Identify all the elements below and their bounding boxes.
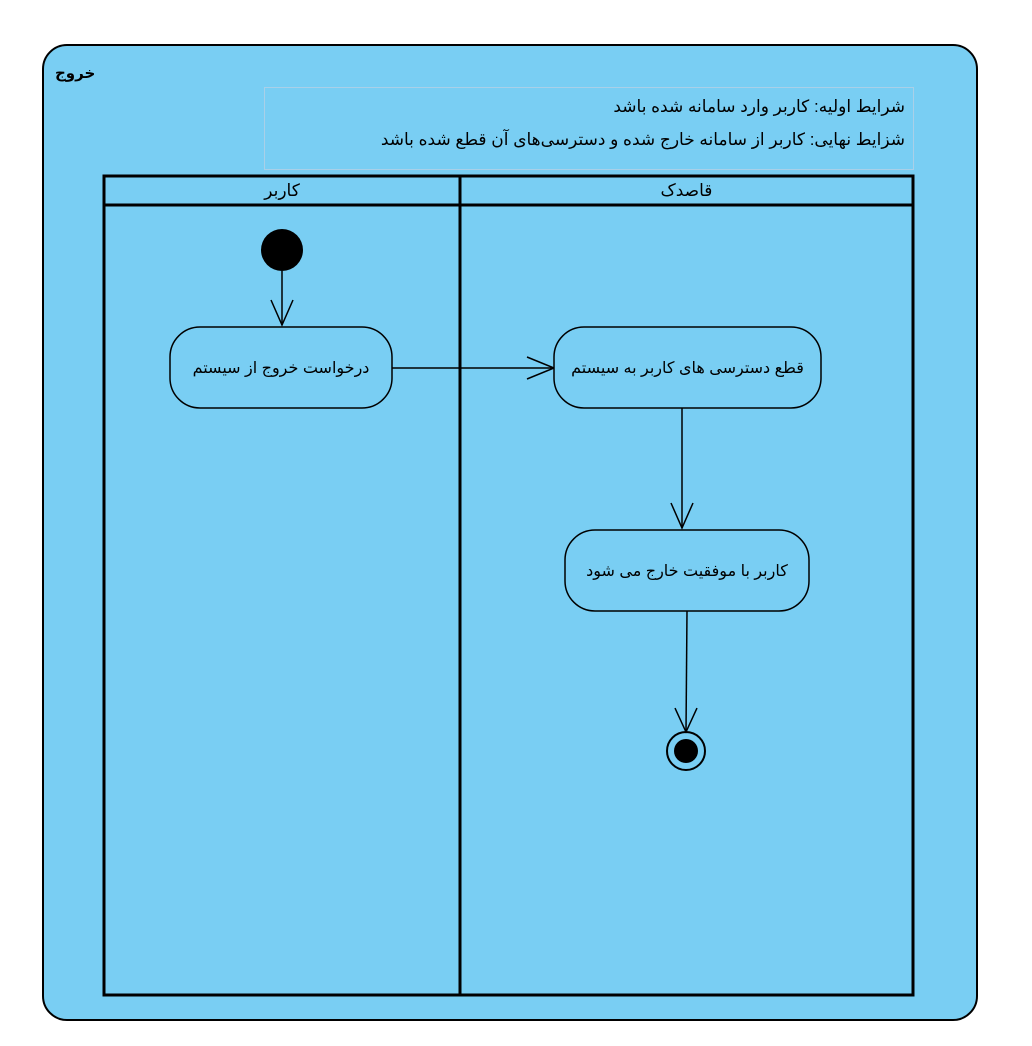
diagram-title: خروج [55, 65, 96, 82]
final-node-dot [674, 739, 698, 763]
action-label-revoke-access: قطع دسترسی های کاربر به سیستم [571, 359, 804, 377]
arrowhead-initial-to-request [270, 299, 294, 327]
flow-success-to-final [685, 610, 688, 733]
arrowhead-revoke-to-success [670, 502, 694, 530]
initial-node [261, 229, 303, 271]
conditions-note: شرایط اولیه: کاربر وارد سامانه شده باشد … [264, 87, 914, 170]
precondition-text: شرایط اولیه: کاربر وارد سامانه شده باشد [613, 97, 905, 116]
action-label-request-logout: درخواست خروج از سیستم [192, 359, 370, 377]
final-node-ring [666, 731, 706, 771]
lane-title-system: قاصدک [660, 181, 713, 200]
diagram-frame [42, 44, 978, 1021]
swimlane-pool [102, 174, 915, 997]
lane-title-user: کاربر [264, 181, 300, 200]
action-label-logout-success: کاربر با موفقیت خارج می شود [586, 562, 788, 580]
action-revoke-access [553, 326, 822, 409]
postcondition-text: شزایط نهایی: کاربر از سامانه خارج شده و … [380, 130, 905, 149]
